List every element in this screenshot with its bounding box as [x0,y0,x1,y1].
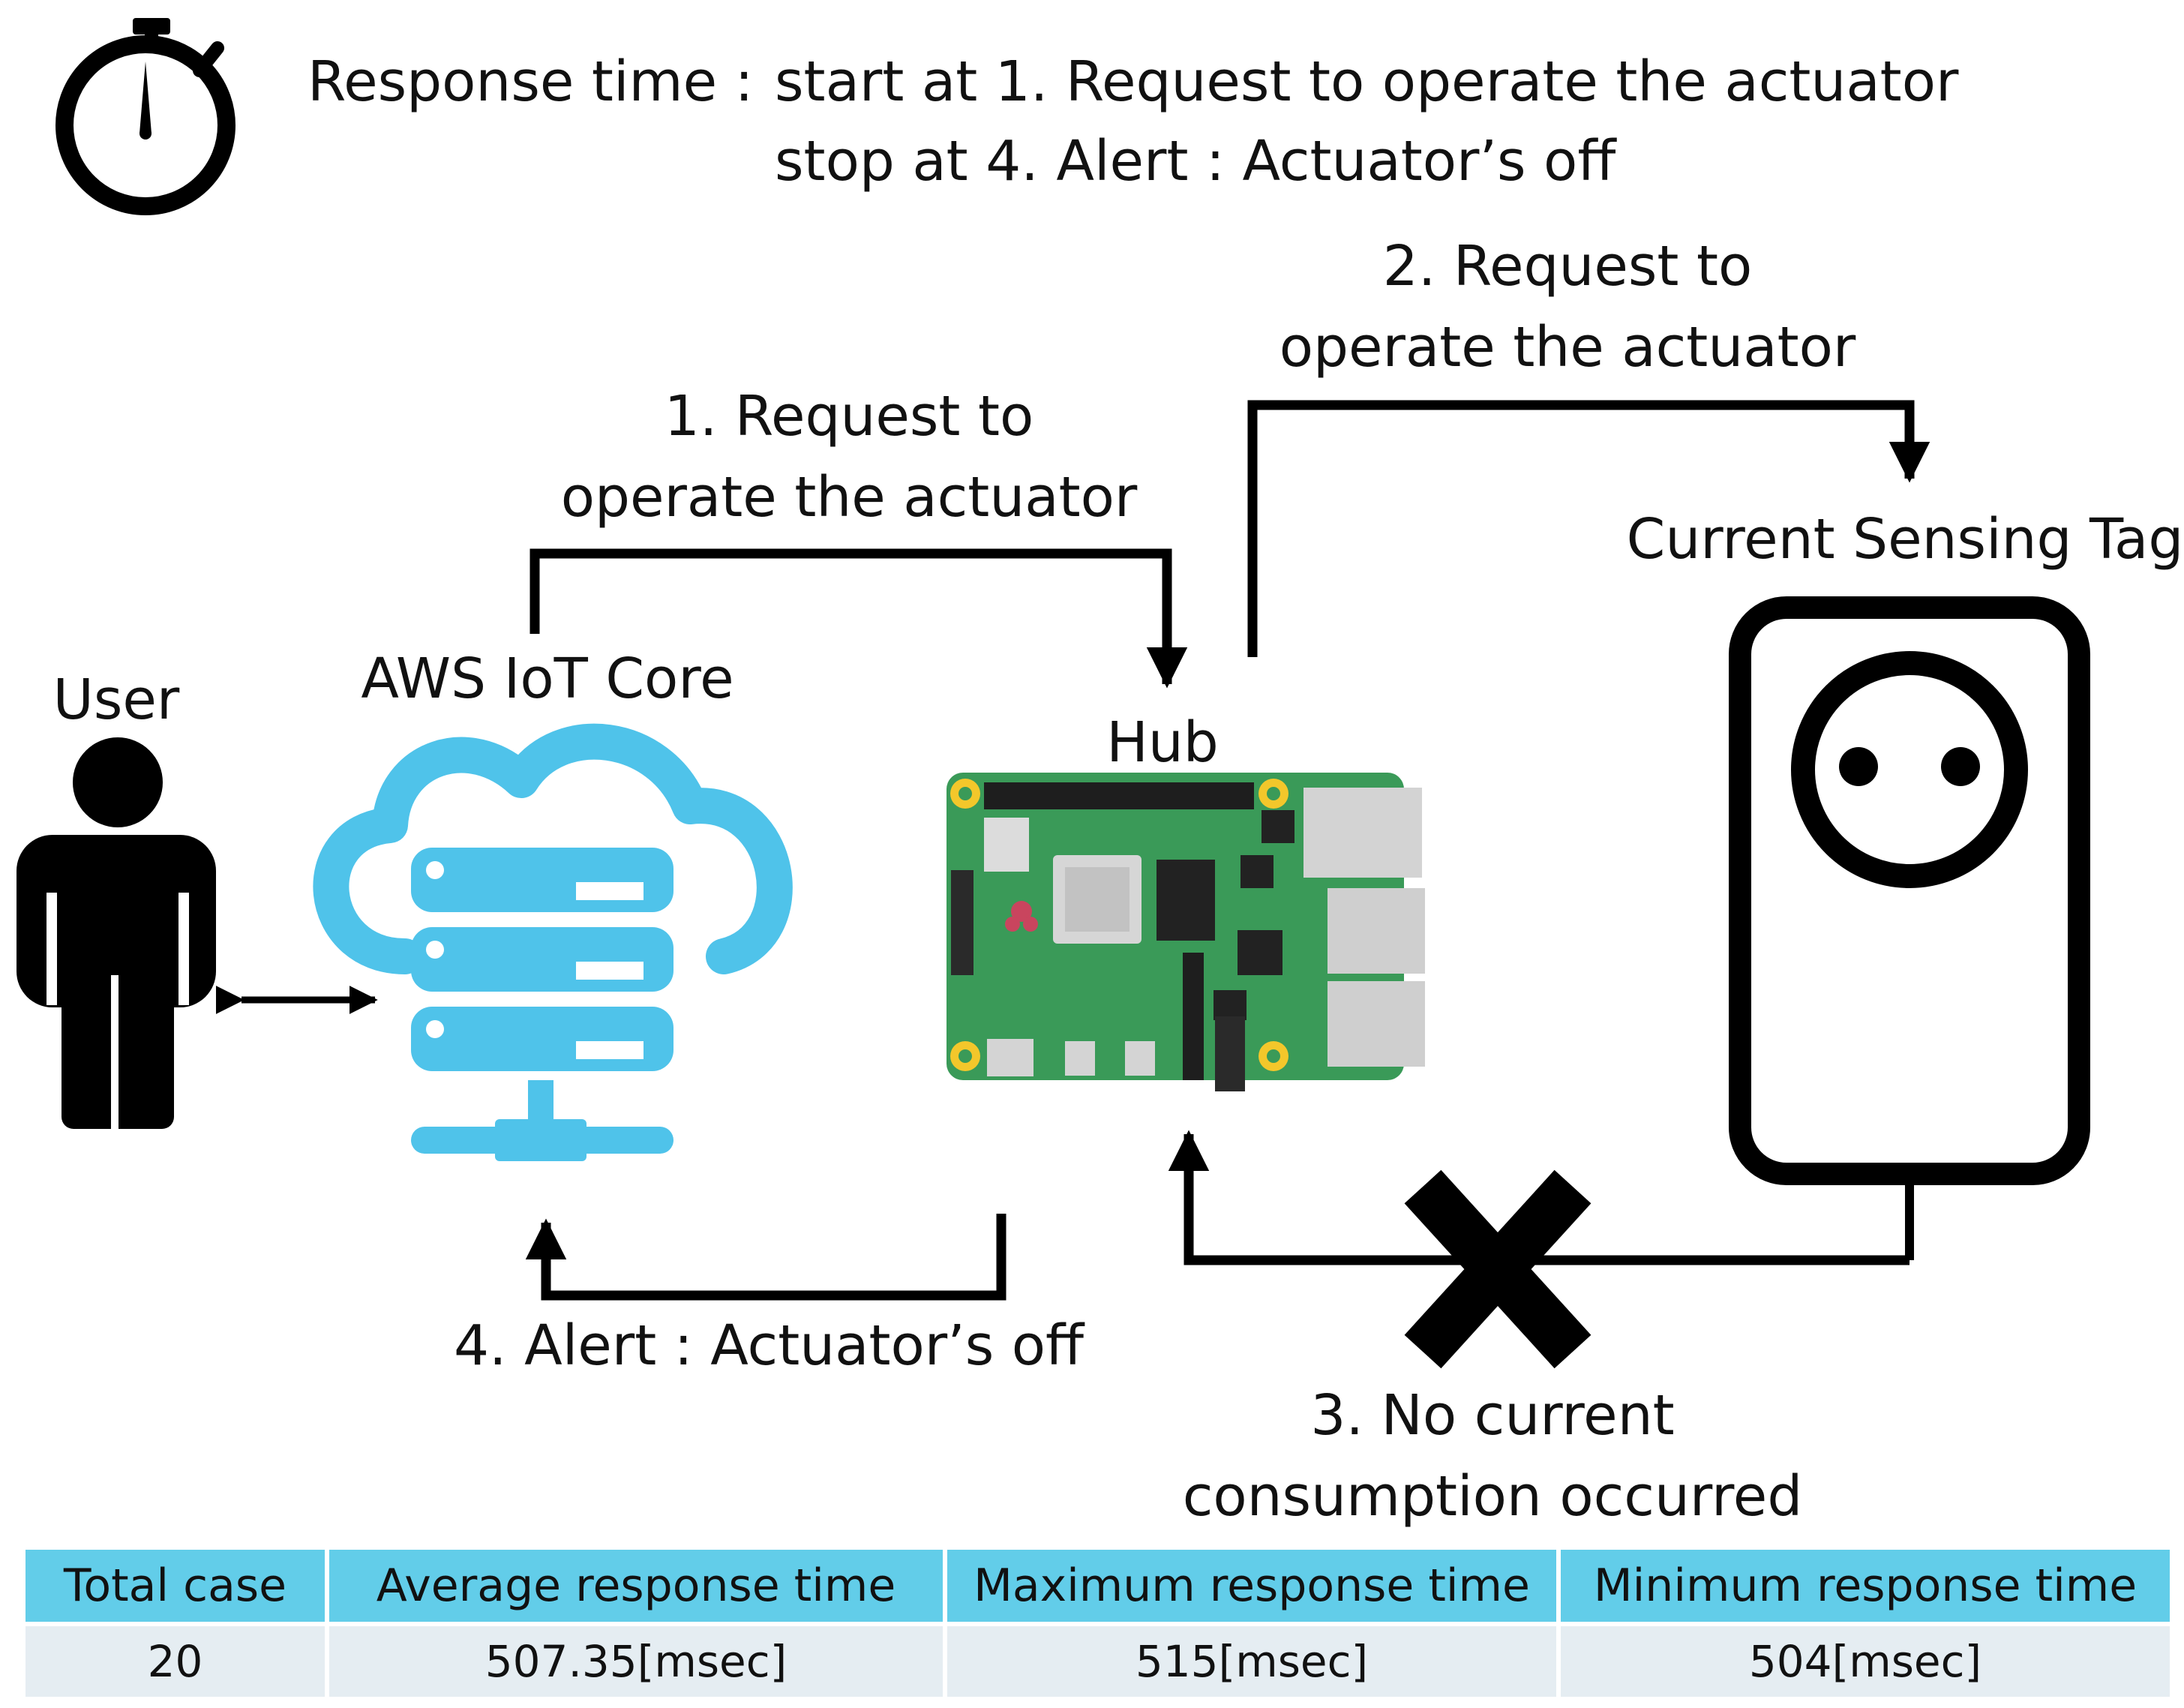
header-total-case: Total case [26,1550,329,1626]
table-row: 20 507.35[msec] 515[msec] 504[msec] [26,1624,2174,1697]
step1-line2: operate the actuator [560,465,1138,530]
step2-line2: operate the actuator [1279,315,1856,380]
arrow-step1 [530,548,1188,689]
hub-label: Hub [1106,710,1219,775]
user-icon [16,737,216,1129]
arrow-step3 [1168,1130,1910,1265]
header-minimum-response: Minimum response time [1558,1550,2174,1626]
cloud-server-icon [313,723,793,1161]
header-maximum-response: Maximum response time [945,1550,1561,1626]
arrow-step4 [525,1214,1006,1301]
power-socket-icon [1729,596,2090,1260]
cell-maximum-response: 515[msec] [945,1624,1561,1697]
header-average-response: Average response time [327,1550,947,1626]
aws-label: AWS IoT Core [361,647,734,711]
response-time-label: Response time : [308,50,754,114]
step1-line1: 1. Request to [664,384,1034,449]
step2-line1: 2. Request to [1382,234,1753,299]
response-time-stop: stop at 4. Alert : Actuator’s off [775,129,1616,194]
step3-line1: 3. No current [1310,1383,1675,1448]
tag-label: Current Sensing Tag [1626,507,2184,572]
cross-icon [1404,1169,1592,1369]
cell-total-case: 20 [26,1624,329,1697]
step4-label: 4. Alert : Actuator’s off [453,1313,1084,1378]
response-time-start: start at 1. Request to operate the actua… [775,50,1959,114]
cell-minimum-response: 504[msec] [1558,1624,2174,1697]
step3-line2: consumption occurred [1182,1464,1803,1529]
user-label: User [52,668,180,732]
cell-average-response: 507.35[msec] [327,1624,947,1697]
table-header-row: Total case Average response time Maximum… [26,1550,2174,1626]
raspberry-pi-board-icon [946,773,1425,1091]
arrow-step2 [1247,400,1930,657]
results-table: Total case Average response time Maximum… [26,1550,2174,1697]
stopwatch-icon [56,18,236,215]
